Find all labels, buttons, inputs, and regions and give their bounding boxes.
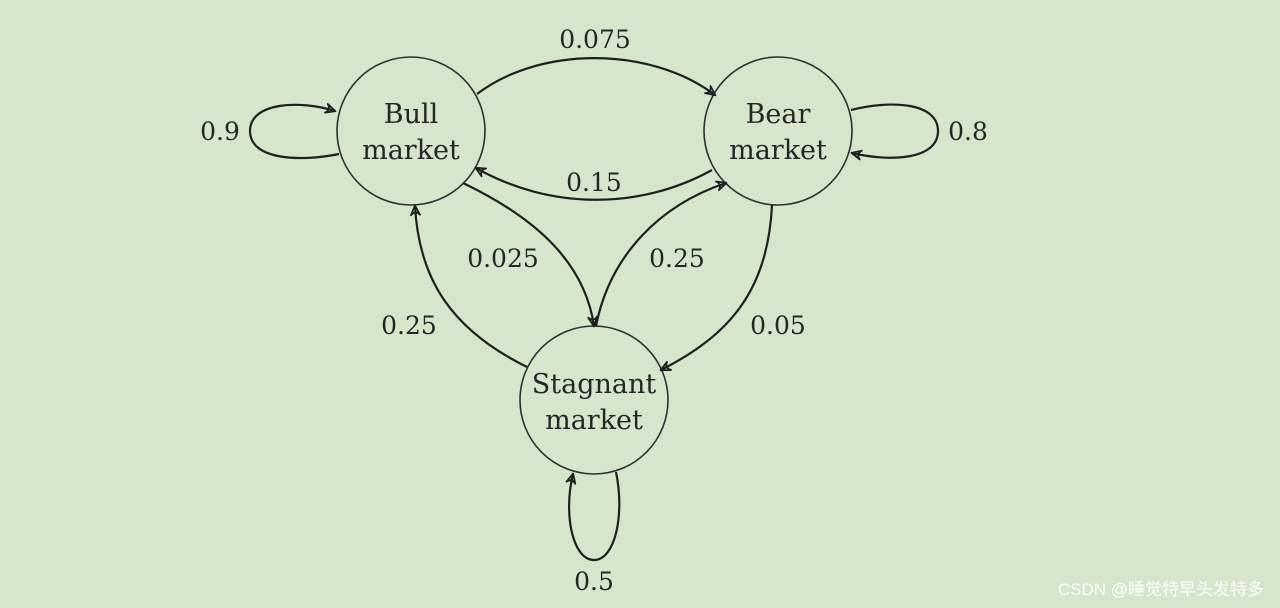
edge-bull-to-bear xyxy=(476,57,717,97)
edge-label-bear-to-bear: 0.8 xyxy=(948,117,988,146)
node-bull-label-line1: Bull xyxy=(384,99,439,130)
node-stagnant-circle xyxy=(519,325,669,475)
edge-label-stagnant-to-bear: 0.25 xyxy=(649,244,705,273)
edge-bull-to-stagnant xyxy=(462,182,599,328)
node-bull-label-line2: market xyxy=(362,135,460,166)
edge-label-bear-to-stagnant: 0.05 xyxy=(750,311,806,340)
node-bear-label-line1: Bear xyxy=(746,99,811,130)
node-stagnant-market: Stagnant market xyxy=(519,325,669,475)
node-bear-circle xyxy=(703,56,853,206)
edge-label-stagnant-to-stagnant: 0.5 xyxy=(574,567,614,596)
node-stagnant-label-line1: Stagnant xyxy=(532,369,657,400)
node-bear-market: Bear market xyxy=(703,56,853,206)
node-bull-circle xyxy=(336,56,486,206)
edge-bear-to-bear xyxy=(850,103,940,161)
edge-label-bull-to-bear: 0.075 xyxy=(559,25,631,54)
edge-stagnant-to-bear xyxy=(594,180,728,327)
edge-bear-to-bull xyxy=(474,166,713,201)
watermark-text: CSDN @睡觉特早头发特多 xyxy=(1058,580,1264,599)
node-bull-market: Bull market xyxy=(336,56,486,206)
node-bear-label-line2: market xyxy=(729,135,827,166)
edge-bear-to-stagnant xyxy=(659,204,774,372)
edge-bull-to-bull xyxy=(248,103,340,160)
edge-stagnant-to-bull xyxy=(410,204,528,368)
node-stagnant-label-line2: market xyxy=(545,405,643,436)
edge-label-bear-to-bull: 0.15 xyxy=(566,168,622,197)
edge-label-bull-to-bull: 0.9 xyxy=(200,117,240,146)
edge-label-stagnant-to-bull: 0.25 xyxy=(381,311,437,340)
edge-label-bull-to-stagnant: 0.025 xyxy=(467,244,539,273)
edge-stagnant-to-stagnant xyxy=(565,471,621,562)
